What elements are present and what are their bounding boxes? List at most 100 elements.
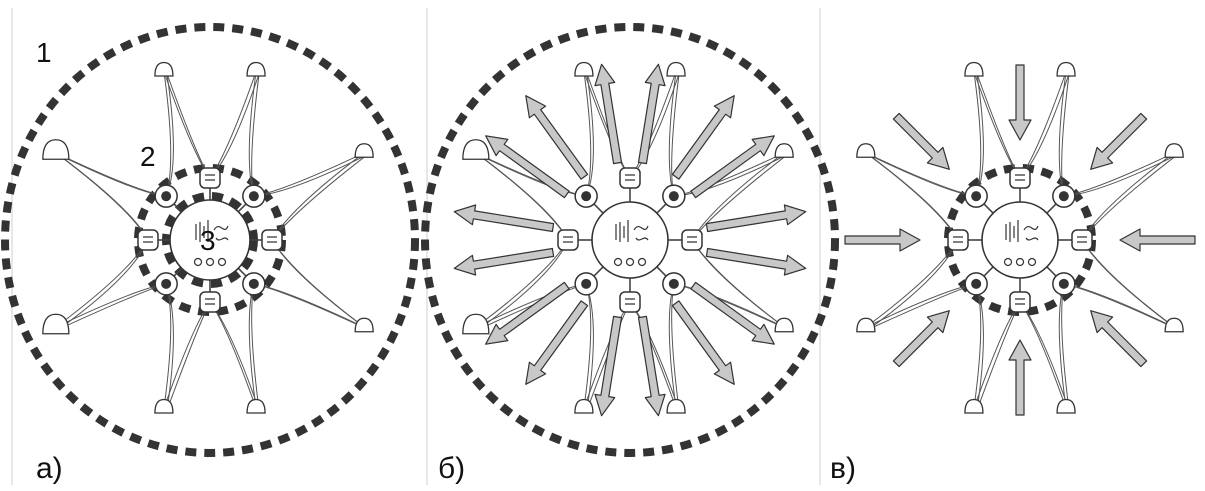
outer-pod	[965, 399, 983, 413]
arrow-inward	[893, 311, 949, 367]
middle-node-module	[682, 230, 702, 250]
middle-node-core	[1059, 279, 1069, 289]
panel-label-a: а)	[36, 452, 63, 485]
outer-pod	[857, 144, 875, 158]
tether-line	[56, 240, 148, 327]
outer-pod	[355, 144, 373, 158]
arrow-inward	[1091, 311, 1147, 367]
tether-line	[254, 284, 367, 329]
tether-line	[869, 155, 976, 196]
middle-node-module	[620, 292, 640, 312]
outer-pod	[775, 318, 793, 332]
outer-pod	[1165, 144, 1183, 158]
middle-node-core	[249, 279, 259, 289]
middle-node-core	[1059, 191, 1069, 201]
zone-label-inner: 3	[200, 225, 216, 256]
outer-pod	[1165, 318, 1183, 332]
middle-node-module	[1010, 168, 1030, 188]
zone-label-middle: 2	[140, 141, 156, 172]
middle-node-core	[581, 191, 591, 201]
panel-b	[425, 27, 835, 453]
outer-pod	[965, 63, 983, 77]
middle-node-module	[1072, 230, 1092, 250]
outer-pod	[1057, 399, 1075, 413]
hub-arm	[1047, 203, 1057, 213]
outer-pod	[857, 318, 875, 332]
middle-node-core	[161, 279, 171, 289]
outer-pod	[1057, 63, 1075, 77]
arrow-inward	[893, 113, 949, 169]
middle-node-core	[581, 279, 591, 289]
arrow-outward	[639, 316, 666, 415]
middle-node-module	[948, 230, 968, 250]
middle-node-module	[200, 292, 220, 312]
arrow-outward	[595, 64, 622, 163]
arrow-inward	[845, 229, 920, 251]
tether-line	[272, 153, 364, 240]
outer-pod	[775, 144, 793, 158]
tether-line	[59, 240, 148, 329]
outer-pod	[43, 314, 69, 334]
outer-pod	[355, 318, 373, 332]
arrow-inward	[1091, 113, 1147, 169]
outer-pod	[575, 399, 593, 413]
middle-node-module	[620, 168, 640, 188]
tether-line	[59, 155, 148, 240]
outer-pod	[667, 399, 685, 413]
arrow-outward	[595, 316, 622, 415]
tether-line	[272, 240, 367, 329]
hub-arm	[983, 267, 993, 277]
tether-line	[1064, 155, 1177, 196]
tether-line	[866, 153, 976, 196]
zone-label-outer: 1	[36, 37, 52, 68]
arrow-outward	[706, 249, 805, 276]
tether-line	[692, 155, 787, 240]
arrow-outward	[454, 205, 553, 232]
arrow-inward	[1120, 229, 1195, 251]
middle-node-core	[669, 279, 679, 289]
middle-node-core	[249, 191, 259, 201]
middle-node-module	[1010, 292, 1030, 312]
outer-pod	[463, 140, 489, 160]
outer-pod	[155, 399, 173, 413]
hub-arm	[657, 203, 667, 213]
middle-node-core	[971, 279, 981, 289]
arrow-inward	[1009, 340, 1031, 415]
tether-line	[272, 155, 367, 240]
tether-line	[167, 302, 210, 411]
panel-label-b: б)	[438, 452, 465, 485]
hub-module	[982, 202, 1058, 278]
hub-arm	[983, 203, 993, 213]
outer-pod	[247, 63, 265, 77]
tether-line	[56, 153, 148, 240]
middle-node-module	[138, 230, 158, 250]
hub-arm	[1047, 267, 1057, 277]
middle-node-module	[558, 230, 578, 250]
hub-module	[592, 202, 668, 278]
middle-node-core	[971, 191, 981, 201]
tether-line	[59, 284, 166, 329]
tether-line	[1064, 284, 1177, 329]
hub-arm	[593, 267, 603, 277]
panel-label-c: в)	[830, 452, 856, 485]
tether-line	[254, 153, 364, 196]
middle-node-core	[161, 191, 171, 201]
arrow-inward	[1009, 65, 1031, 140]
arrow-outward	[454, 249, 553, 276]
tether-line	[254, 155, 367, 196]
outer-pod	[43, 140, 69, 160]
outer-pod	[667, 63, 685, 77]
outer-pod	[155, 63, 173, 77]
middle-node-module	[262, 230, 282, 250]
tether-line	[1064, 153, 1174, 196]
tether-line	[869, 284, 976, 329]
middle-node-module	[200, 168, 220, 188]
hub-arm	[593, 203, 603, 213]
hub-arm	[657, 267, 667, 277]
outer-pod	[575, 63, 593, 77]
middle-node-core	[669, 191, 679, 201]
outer-pod	[463, 314, 489, 334]
arrow-outward	[639, 64, 666, 163]
tether-line	[272, 240, 364, 327]
